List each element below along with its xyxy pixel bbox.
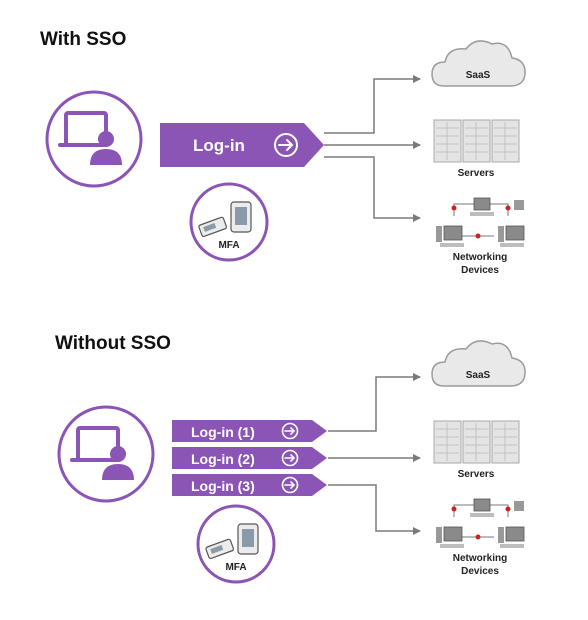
laptop-user-icon: [57, 405, 155, 503]
login-arrow-2-label: Log-in (2): [191, 451, 255, 467]
laptop-user-icon: [45, 90, 143, 188]
networking-label-line2: Devices: [461, 265, 499, 276]
saas-label: SaaS: [466, 370, 491, 381]
servers-label: Servers: [458, 469, 495, 480]
with-sso-connectors: [324, 75, 421, 222]
login-arrow-3: Log-in (3): [172, 474, 327, 496]
connector-saas: [324, 75, 421, 134]
without-sso-connectors: [328, 373, 421, 535]
network-devices-icon: [435, 197, 525, 248]
login-arrow-icon: [281, 449, 299, 467]
login-arrow-icon: [281, 476, 299, 494]
servers-label: Servers: [458, 168, 495, 179]
network-devices-icon: [435, 498, 525, 549]
networking-label-line1: Networking: [453, 553, 507, 564]
networking-label-line2: Devices: [461, 566, 499, 577]
login-arrow-1: Log-in (1): [172, 420, 327, 442]
with-sso-title: With SSO: [40, 29, 126, 50]
without-sso-title: Without SSO: [55, 333, 171, 354]
login-arrow-icon: [274, 133, 298, 157]
with-sso-section: With SSO Log-in MFA SaaS Servers Network…: [40, 29, 526, 276]
saas-label: SaaS: [466, 70, 491, 81]
connector-saas: [328, 373, 421, 432]
login-arrow-1-label: Log-in (1): [191, 424, 255, 440]
login-arrow: Log-in: [160, 123, 324, 167]
login-arrow-2: Log-in (2): [172, 447, 327, 469]
mfa-label: MFA: [218, 240, 239, 251]
login-arrow-3-label: Log-in (3): [191, 478, 255, 494]
without-sso-section: Without SSO Log-in (1) Log-in (2) Log-in…: [55, 333, 526, 584]
networking-label-line1: Networking: [453, 252, 507, 263]
login-arrow-label: Log-in: [193, 136, 245, 155]
server-rack-icon: [433, 119, 520, 163]
mfa-label: MFA: [225, 562, 246, 573]
connector-network: [324, 156, 421, 222]
server-rack-icon: [433, 420, 520, 464]
login-arrow-icon: [281, 422, 299, 440]
connector-network: [328, 484, 421, 535]
